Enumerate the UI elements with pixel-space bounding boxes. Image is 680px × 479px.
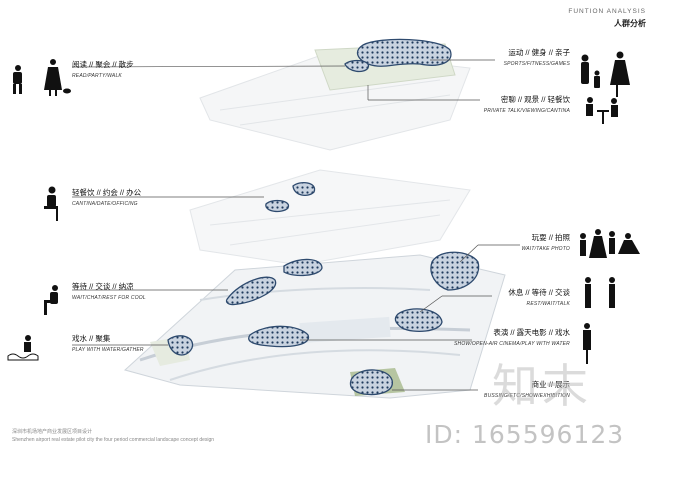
label-en: BUSSING/ETC/SHOW/EXHIBITION [484,393,570,399]
label-private-talk: 密聊 // 观景 // 轻餐饮 PRIVATE TALK/VIEWING/CAN… [484,94,570,114]
couple-at-table-icon [586,97,618,124]
middle-plan-layer [189,169,471,266]
footer: 深圳市机场地产商业发展区项目设计 Shenzhen airport real e… [12,428,214,444]
label-en: PRIVATE TALK/VIEWING/CANTINA [483,108,570,114]
label-en: REST/WAIT/TALK [526,301,570,307]
label-cn: 表演 // 露天电影 // 戏水 [493,328,570,337]
zone-bussing [349,369,393,396]
label-en: CANTINA/DATE/OFFICING [72,201,138,207]
label-read-party-walk: 阅读 // 聚会 // 散步 READ/PARTY/WALK [72,59,134,79]
label-wait-take-photo: 玩耍 // 拍照 WAIT/TAKE PHOTO [521,232,570,252]
label-cantina-date-officing: 轻餐饮 // 约会 // 办公 CANTINA/DATE/OFFICING [72,187,141,207]
watermark-id: ID: 165596123 [425,420,625,449]
label-cn: 阅读 // 聚会 // 散步 [72,60,134,69]
label-cn: 密聊 // 观景 // 轻餐饮 [500,95,570,104]
zone-read [344,59,370,73]
zone-water [167,335,194,356]
label-cn: 运动 // 健身 // 亲子 [508,48,570,57]
zone-cantina-a [292,181,316,197]
group-taking-photo-icon [580,229,640,258]
label-cn: 玩耍 // 拍照 [531,233,570,242]
zone-show [248,325,309,348]
waiting-person-icon [44,285,58,315]
zone-wait [225,276,277,306]
zone-cantina-b [265,199,290,213]
standing-pair-icon [585,277,615,308]
people-silhouettes [7,51,640,364]
label-en: WAIT/TAKE PHOTO [521,246,570,252]
label-cn: 戏水 // 聚集 [72,334,111,343]
label-bussing-show: 商业 // 展示 BUSSING/ETC/SHOW/EXHIBITION [484,379,570,399]
person-with-laptop-icon [44,186,58,221]
title-english: FUNTION ANALYSIS [568,8,646,15]
woman-walking-dog-icon [44,59,71,96]
label-show-cinema: 表演 // 露天电影 // 戏水 SHOW/OPEN-AIR CINEMA/PL… [454,327,570,347]
water-playing-icon [7,335,39,361]
label-play-with-water: 戏水 // 聚集 PLAY WITH WATER/GATHER [72,333,144,353]
zone-photo [283,258,323,277]
label-cn: 轻餐饮 // 约会 // 办公 [72,188,142,197]
label-en: READ/PARTY/WALK [72,73,122,79]
reading-person-icon [13,65,22,94]
watermark-logo: 知末 [492,359,592,413]
footer-cn: 深圳市机场地产商业发展区项目设计 [12,429,93,435]
label-cn: 休息 // 等待 // 交谈 [508,288,570,297]
label-rest-wait-talk: 休息 // 等待 // 交谈 REST/WAIT/TALK [508,287,570,307]
label-en: PLAY WITH WATER/GATHER [72,347,144,353]
footer-en: Shenzhen airport real estate pilot city … [12,437,215,443]
family-icon [581,51,630,97]
label-wait-chat-rest: 等待 // 交谈 // 纳凉 WAIT/CHAT/REST FOR COOL [72,281,146,301]
label-en: SHOW/OPEN-AIR CINEMA/PLAY WITH WATER [453,341,570,347]
performer-icon [583,323,591,364]
leader-lines [71,59,520,391]
label-sports-fitness-games: 运动 // 健身 // 亲子 SPORTS/FITNESS/GAMES [504,47,570,67]
zone-rest [394,308,443,333]
title-chinese: 人群分析 [614,19,646,28]
zone-sports [356,38,452,67]
label-cn: 等待 // 交谈 // 纳凉 [72,282,134,291]
page-title: FUNTION ANALYSIS 人群分析 [568,8,646,29]
label-en: WAIT/CHAT/REST FOR COOL [72,295,146,301]
activity-zones [167,38,480,396]
zone-photo-right [430,251,480,291]
lower-plan-layer [123,254,506,399]
label-en: SPORTS/FITNESS/GAMES [503,61,570,67]
label-cn: 商业 // 展示 [531,380,570,389]
